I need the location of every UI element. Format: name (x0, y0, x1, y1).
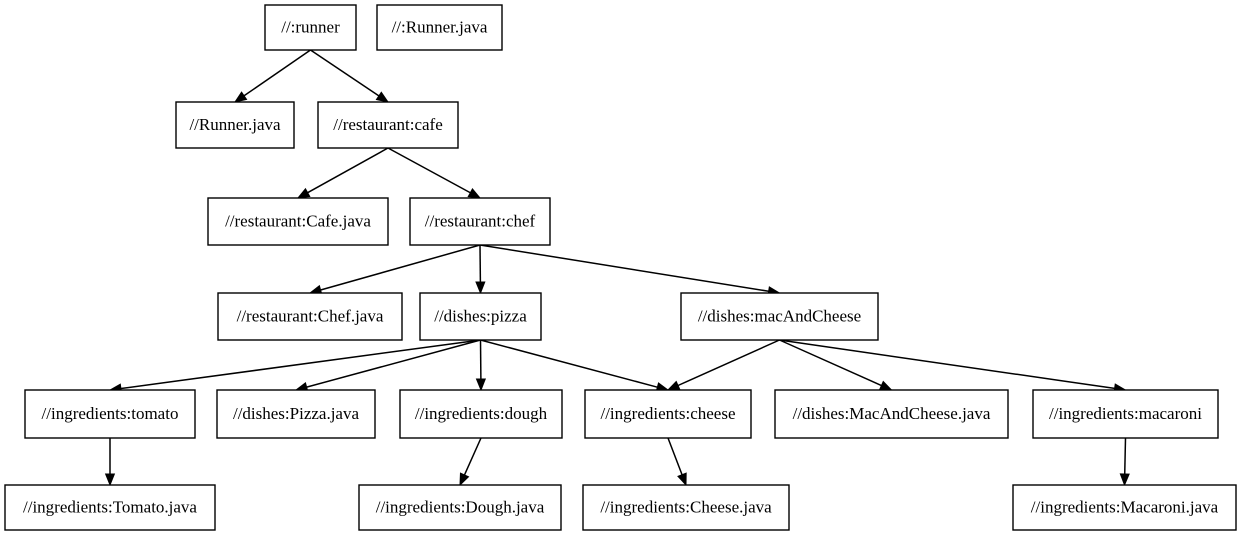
graph-edge-arrowhead (375, 91, 390, 103)
graph-node[interactable]: //ingredients:cheese (584, 389, 752, 439)
graph-node-label: //:Runner.java (392, 17, 488, 36)
graph-node[interactable]: //dishes:MacAndCheese.java (774, 389, 1009, 439)
graph-edge (779, 339, 1115, 390)
graph-node-box[interactable] (680, 292, 879, 341)
graph-node-label: //ingredients:Cheese.java (600, 497, 772, 516)
graph-node-label: //:runner (281, 17, 340, 36)
graph-node-box[interactable] (399, 389, 563, 439)
graph-node[interactable]: //dishes:pizza (419, 292, 542, 341)
graph-edge-arrowhead (475, 281, 486, 295)
graph-node-label: //ingredients:macaroni (1049, 404, 1202, 423)
graph-edge (306, 339, 481, 388)
graph-node[interactable]: //restaurant:Cafe.java (207, 197, 389, 246)
graph-edge-arrowhead (459, 472, 470, 487)
graph-node-box[interactable] (175, 101, 295, 149)
graph-node[interactable]: //ingredients:dough (399, 389, 563, 439)
graph-edge-arrowhead (475, 378, 487, 392)
graph-node[interactable]: //:runner (264, 4, 357, 51)
graph-node[interactable]: //Runner.java (175, 101, 295, 149)
graph-node[interactable]: //ingredients:Cheese.java (582, 484, 790, 531)
graph-edge-arrowhead (296, 187, 311, 199)
graph-edge (479, 244, 769, 292)
graph-node-label: //ingredients:dough (415, 404, 548, 423)
graph-node-box[interactable] (1012, 484, 1237, 531)
graph-node-box[interactable] (419, 292, 542, 341)
graph-node-box[interactable] (264, 4, 357, 51)
graph-node-label: //dishes:MacAndCheese.java (793, 404, 991, 423)
graph-node-box[interactable] (1032, 389, 1219, 439)
graph-node[interactable]: //ingredients:Tomato.java (4, 484, 216, 531)
graph-edge (387, 147, 471, 194)
graph-edge (677, 339, 780, 387)
graph-node[interactable]: //ingredients:Macaroni.java (1012, 484, 1237, 531)
graph-node-label: //dishes:Pizza.java (233, 404, 360, 423)
graph-edge (320, 244, 481, 291)
graph-node[interactable]: //ingredients:Dough.java (358, 484, 562, 531)
graph-edge (120, 339, 481, 390)
graph-edge (667, 437, 683, 475)
graph-node-label: //restaurant:cafe (333, 115, 443, 134)
graph-node-box[interactable] (584, 389, 752, 439)
graph-node[interactable]: //ingredients:macaroni (1032, 389, 1219, 439)
graph-edge (1123, 437, 1127, 475)
graph-node-label: //restaurant:chef (425, 211, 536, 230)
graph-node[interactable]: //ingredients:tomato (24, 389, 196, 439)
graph-edge (463, 437, 482, 476)
graph-edge-arrowhead (467, 187, 482, 199)
graph-node-label: //restaurant:Chef.java (237, 306, 384, 325)
graph-edge (243, 49, 311, 97)
graph-node-label: //dishes:macAndCheese (698, 306, 861, 325)
graph-node-label: //ingredients:Dough.java (376, 497, 545, 516)
graph-edge-arrowhead (666, 380, 681, 391)
graph-edge-arrowhead (677, 472, 687, 487)
graph-node-box[interactable] (317, 101, 459, 149)
graph-node-label: //dishes:pizza (434, 306, 527, 325)
graph-node[interactable]: //dishes:Pizza.java (216, 389, 376, 439)
graph-node-box[interactable] (207, 197, 389, 246)
graph-node[interactable]: //restaurant:chef (409, 197, 551, 246)
graph-node-box[interactable] (409, 197, 551, 246)
graph-edge (779, 339, 882, 387)
graph-edge (307, 147, 389, 194)
graph-node-box[interactable] (582, 484, 790, 531)
graph-edge-arrowhead (233, 91, 248, 103)
graph-node-box[interactable] (376, 4, 503, 51)
graph-node-box[interactable] (217, 292, 403, 341)
graph-node-label: //ingredients:Macaroni.java (1031, 497, 1219, 516)
graph-node-box[interactable] (774, 389, 1009, 439)
graph-edge-arrowhead (1119, 473, 1130, 487)
graph-node-label: //ingredients:cheese (600, 404, 735, 423)
graph-node-label: //restaurant:Cafe.java (225, 211, 371, 230)
graph-node-label: //ingredients:Tomato.java (23, 497, 197, 516)
graph-edge-arrowhead (104, 473, 116, 487)
graph-node-label: //Runner.java (189, 115, 281, 134)
graph-node-box[interactable] (24, 389, 196, 439)
graph-edge-arrowhead (878, 380, 893, 391)
graph-edge (310, 49, 380, 97)
graph-node[interactable]: //:Runner.java (376, 4, 503, 51)
graph-edge (480, 339, 658, 388)
graph-node-label: //ingredients:tomato (42, 404, 179, 423)
graph-node-box[interactable] (216, 389, 376, 439)
graph-node[interactable]: //restaurant:cafe (317, 101, 459, 149)
graph-node[interactable]: //dishes:macAndCheese (680, 292, 879, 341)
graph-node-box[interactable] (358, 484, 562, 531)
nodes-layer: //:runner //:Runner.java //Runner.java //re… (4, 4, 1237, 531)
graph-node[interactable]: //restaurant:Chef.java (217, 292, 403, 341)
graph-node-box[interactable] (4, 484, 216, 531)
